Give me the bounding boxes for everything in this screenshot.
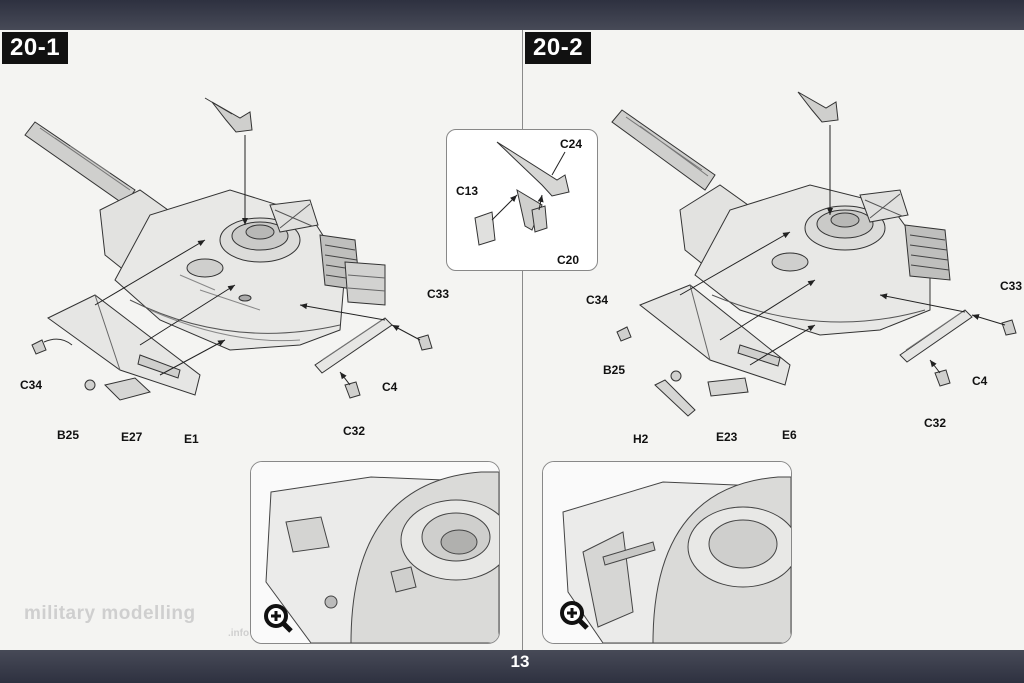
callout-b25: B25: [603, 363, 626, 377]
part-c34: [31, 339, 47, 355]
watermark-sub: .info: [228, 628, 250, 639]
step-label-20-1: 20-1: [2, 32, 69, 64]
zoom-inset-step2: [542, 461, 792, 644]
page-number: 13: [510, 652, 530, 671]
step-divider: [522, 30, 523, 650]
storage-box: [344, 261, 386, 306]
callout-c4: C4: [972, 374, 988, 388]
callout-c33: C33: [1000, 279, 1023, 293]
part-h2: [654, 379, 696, 417]
part-c33: [1001, 319, 1017, 336]
arrows-step2: [679, 125, 1006, 374]
callout-h2: H2: [633, 432, 649, 446]
gun-barrel: [611, 109, 716, 191]
top-border: [0, 0, 1024, 30]
machine-gun: [211, 101, 253, 133]
bottom-border: [0, 650, 1024, 683]
zoom-in-icon: [559, 600, 589, 630]
callout-c34: C34: [586, 293, 609, 307]
arrows-step1: [94, 135, 421, 386]
bracket-e27: [104, 377, 152, 401]
callout-e23: E23: [716, 430, 738, 444]
callout-c20: C20: [557, 253, 580, 267]
part-b25: [670, 370, 682, 382]
watermark: military modelling: [24, 603, 196, 624]
zoom-inset-step1: [250, 461, 500, 644]
callout-c13: C13: [456, 184, 479, 198]
detail-box-mg: [446, 129, 598, 271]
callout-c32: C32: [924, 416, 947, 430]
turret-step1: [24, 97, 433, 401]
part-c13: [474, 211, 496, 246]
gun-barrel: [24, 121, 136, 206]
callout-c34: C34: [20, 378, 43, 392]
callout-c33: C33: [427, 287, 450, 301]
bustle-rack: [904, 224, 951, 281]
callout-c4: C4: [382, 380, 398, 394]
part-c33: [417, 334, 433, 351]
zoom-in-icon: [263, 603, 293, 633]
part-c32: [934, 369, 951, 387]
part-b25: [84, 379, 96, 391]
callout-e27: E27: [121, 430, 143, 444]
callout-c32: C32: [343, 424, 366, 438]
part-c34: [616, 326, 632, 342]
callout-c24: C24: [560, 137, 583, 151]
part-c20: [531, 205, 548, 233]
part-c32: [344, 381, 361, 399]
callout-e1: E1: [184, 432, 199, 446]
step-label-20-2: 20-2: [525, 32, 592, 64]
machine-gun: [797, 91, 839, 123]
turret-step2: [611, 91, 1017, 417]
callout-b25: B25: [57, 428, 80, 442]
callout-e6: E6: [782, 428, 797, 442]
side-panel-e6: [639, 284, 791, 386]
part-e23: [707, 377, 749, 397]
